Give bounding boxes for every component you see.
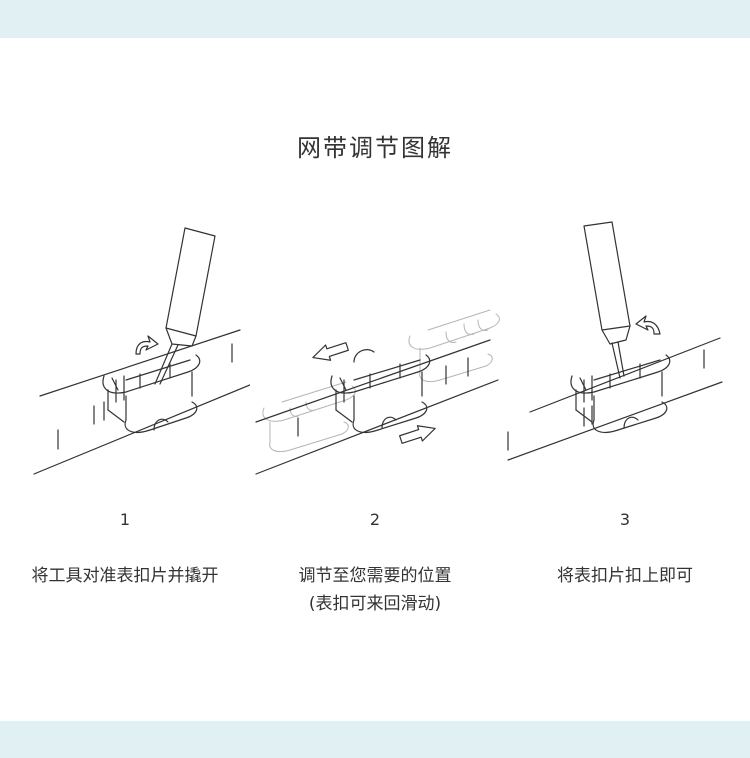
clasp-icon: [102, 354, 201, 433]
step-1-number: 1: [119, 510, 131, 529]
step-2-caption-line: 调节至您需要的位置: [298, 566, 452, 586]
top-band: [0, 0, 750, 38]
step-2-caption: 调节至您需要的位置 (表扣可来回滑动): [250, 562, 500, 618]
clasp-icon: [570, 354, 671, 433]
step-2-number: 2: [369, 510, 381, 529]
tool-icon: [154, 227, 216, 385]
step-1-illustration: [0, 212, 250, 482]
arrow-right-icon: [399, 425, 436, 444]
step-3-caption-line: 将表扣片扣上即可: [557, 566, 693, 586]
mesh-band: [507, 337, 723, 461]
ghost-clasp-right: [408, 309, 500, 383]
ghost-clasp-left: [262, 381, 356, 453]
step-2-illustration: [250, 212, 500, 482]
mesh-band: [33, 329, 250, 475]
lift-arrow-icon: [135, 335, 159, 355]
arrow-left-icon: [312, 342, 349, 361]
step-1-caption-line: 将工具对准表扣片并撬开: [31, 566, 219, 586]
step-3-caption: 将表扣片扣上即可: [500, 562, 750, 590]
bottom-band: [0, 721, 750, 758]
page-title: 网带调节图解: [297, 134, 453, 162]
step-2-caption-line: (表扣可来回滑动): [308, 594, 442, 614]
press-arrow-icon: [635, 315, 661, 335]
tool-icon: [583, 221, 631, 379]
mesh-band: [255, 339, 499, 475]
step-1-caption: 将工具对准表扣片并撬开: [0, 562, 250, 590]
step-3-number: 3: [619, 510, 631, 529]
clasp-icon: [330, 349, 431, 433]
step-3-illustration: [500, 212, 750, 482]
